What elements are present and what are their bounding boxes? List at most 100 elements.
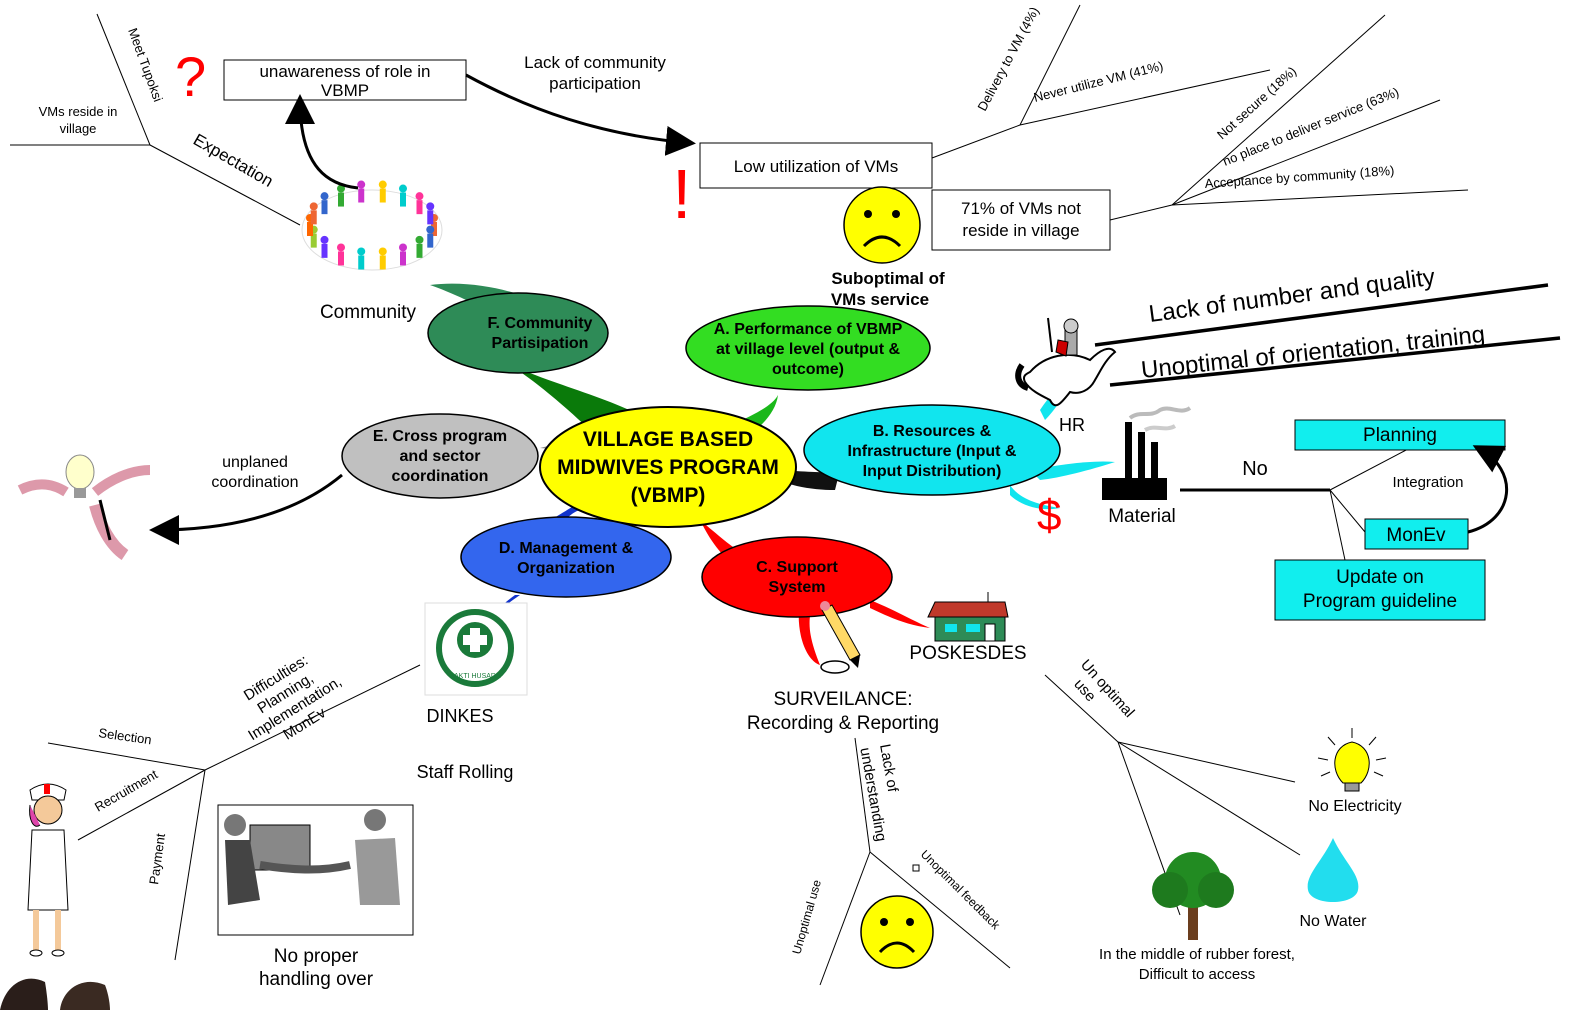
no-water-label: No Water xyxy=(1300,913,1368,930)
branch-a: A. Performance of VBMP at village level … xyxy=(685,305,931,391)
material-tree xyxy=(1180,447,1411,561)
lack-participation-line2: participation xyxy=(549,74,641,93)
person-body xyxy=(321,200,328,215)
community-label: Community xyxy=(320,302,417,323)
dinkes-logo-icon: BAKTI HUSADA xyxy=(424,602,528,696)
no-place-label: no place to deliver service (63%) xyxy=(1221,84,1401,169)
handover-icon xyxy=(217,804,414,936)
unplaned-line2: coordination xyxy=(211,474,298,491)
person-body xyxy=(358,188,365,203)
person-body xyxy=(400,251,406,266)
branch-b: B. Resources & Infrastructure (Input & I… xyxy=(803,404,1061,496)
expectation-label: Expectation xyxy=(190,130,276,191)
update-box: Update on Program guideline xyxy=(1274,559,1486,621)
no-electricity-label: No Electricity xyxy=(1308,798,1401,815)
checkbox-marker xyxy=(912,864,920,872)
person-body xyxy=(307,222,313,236)
sad-face-icon xyxy=(843,186,921,264)
audience-silhouette-icon xyxy=(0,978,110,1010)
poskesdes-tree xyxy=(1044,674,1301,916)
community-circle-icon xyxy=(301,180,443,271)
unoptimal-use-label: Unoptimal use xyxy=(789,878,824,956)
person-body xyxy=(358,255,365,270)
question-mark-icon: ? xyxy=(175,45,206,108)
surveilance-line1: SURVEILANCE: xyxy=(773,689,912,710)
update-line2: Program guideline xyxy=(1303,591,1457,612)
center-line2: MIDWIVES PROGRAM xyxy=(557,456,779,479)
branch-f: F. Community Partisipation xyxy=(427,292,609,374)
branch-d: D. Management & Organization xyxy=(460,516,672,598)
unawareness-box: unawareness of role in VBMP xyxy=(223,59,467,101)
monev-text: MonEv xyxy=(1386,525,1446,546)
person-head xyxy=(426,225,435,234)
expectation-tree xyxy=(10,13,301,226)
arrow-unawareness-to-utilization xyxy=(465,73,696,156)
planning-box: Planning xyxy=(1294,419,1506,451)
person-head xyxy=(337,184,345,193)
person-head xyxy=(309,202,318,211)
person-body xyxy=(310,233,317,248)
dinkes-tree xyxy=(47,664,421,961)
person-body xyxy=(427,210,434,225)
monev-box: MonEv xyxy=(1364,518,1469,550)
center-line1: VILLAGE BASED xyxy=(583,428,753,451)
branch-c-line1: C. Support xyxy=(756,559,838,576)
person-head xyxy=(320,235,329,244)
exclamation-icon: ! xyxy=(672,155,691,233)
suboptimal-line1: Suboptimal of xyxy=(831,269,945,288)
low-utilization-text: Low utilization of VMs xyxy=(734,157,898,176)
not-reside-line2: reside in village xyxy=(962,221,1079,240)
person-head xyxy=(378,180,387,189)
rubber-line1: In the middle of rubber forest, xyxy=(1099,946,1295,963)
un-optimal-use-group: Un optimal use xyxy=(1070,656,1137,721)
branch-b-line1: B. Resources & xyxy=(873,423,992,440)
pencil-icon xyxy=(820,601,861,674)
dinkes-label: DINKES xyxy=(426,706,493,726)
delivery-label: Delivery to VM (4%) xyxy=(974,4,1042,113)
sad-face-bottom-icon xyxy=(860,895,934,969)
vms-reside-line2: village xyxy=(60,121,97,136)
branch-d-line2: Organization xyxy=(517,560,615,577)
branch-f-line2: Partisipation xyxy=(492,335,589,352)
not-reside-line1: 71% of VMs not xyxy=(961,199,1081,218)
person-head xyxy=(415,235,424,244)
meet-tupoksi-label: Meet Tupoksi xyxy=(125,26,166,104)
lack-participation-line1: Lack of community xyxy=(524,53,666,72)
branch-a-line1: A. Performance of VBMP xyxy=(714,321,903,338)
suboptimal-line2: VMs service xyxy=(831,290,929,309)
branch-a-line2: at village level (output & xyxy=(716,341,900,358)
person-body xyxy=(310,210,317,225)
factory-icon xyxy=(1102,406,1192,500)
hr-label: HR xyxy=(1059,415,1085,435)
person-body xyxy=(379,188,386,203)
person-body xyxy=(427,233,434,248)
surveilance-line2: Recording & Reporting xyxy=(747,713,939,734)
branch-f-line1: F. Community xyxy=(488,315,593,332)
no-proper-line1: No proper xyxy=(274,946,359,967)
planning-text: Planning xyxy=(1363,425,1437,446)
nurse-icon xyxy=(27,783,69,957)
center-node: VILLAGE BASED MIDWIVES PROGRAM (VBMP) xyxy=(539,406,797,528)
center-line3: (VBMP) xyxy=(631,484,706,507)
person-head xyxy=(399,184,407,193)
knight-horse-icon xyxy=(1015,317,1117,407)
integration-label: Integration xyxy=(1393,474,1464,491)
arrow-community-to-unawareness xyxy=(285,94,359,190)
person-head xyxy=(337,243,345,252)
update-line1: Update on xyxy=(1336,567,1424,588)
difficulties-group: Difficulties: Planning, Implementation, … xyxy=(241,652,345,744)
dollar-icon: $ xyxy=(1037,491,1061,540)
unawareness-line1: unawareness of role in xyxy=(259,62,430,81)
unplaned-line1: unplaned xyxy=(222,454,288,471)
person-head xyxy=(378,247,387,256)
water-drop-icon xyxy=(1307,838,1359,902)
person-body xyxy=(416,200,423,215)
utilization-tree xyxy=(931,4,1469,221)
unawareness-line2: VBMP xyxy=(321,81,369,100)
branch-b-line2: Infrastructure (Input & xyxy=(848,443,1017,460)
no-label: No xyxy=(1242,458,1268,480)
person-head xyxy=(357,247,366,256)
person-body xyxy=(338,251,344,266)
dinkes-logo-text: BAKTI HUSADA xyxy=(449,673,501,680)
